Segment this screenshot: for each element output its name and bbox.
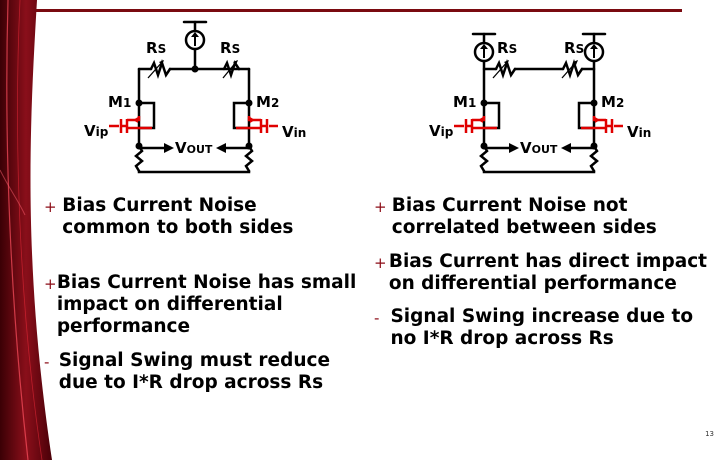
label-rs-right: RS: [564, 39, 584, 57]
bullet-plus-icon: +: [374, 254, 387, 272]
slide-number: 13: [705, 430, 714, 438]
label-vip: Vip: [429, 122, 454, 140]
circuit-shared-bias: RS RS M1 M2 Vip Vin VOUT: [80, 18, 310, 183]
bullet-right-1: + Bias Current Noise not correlated betw…: [374, 195, 714, 239]
bullet-text: Bias Current Noise not correlated betwee…: [391, 195, 657, 238]
label-rs-left: RS: [497, 39, 517, 57]
bullet-left-3: - Signal Swing must reduce due to I*R dr…: [44, 350, 344, 394]
label-m1: M1: [453, 93, 476, 111]
bullet-right-2: + Bias Current has direct impact on diff…: [374, 251, 714, 295]
bullet-text: Bias Current Noise has small impact on d…: [56, 272, 357, 337]
bullet-text: Signal Swing must reduce due to I*R drop…: [58, 350, 331, 393]
transistor-m1-icon: [454, 116, 497, 133]
label-rs-left: RS: [146, 39, 166, 57]
bullet-right-3: - Signal Swing increase due to no I*R dr…: [374, 306, 704, 350]
label-m2: M2: [601, 93, 624, 111]
label-m1: M1: [108, 93, 131, 111]
circuit-schematic: RS RS M1 M2 Vip Vin VOUT: [429, 32, 651, 174]
label-vip: Vip: [84, 122, 109, 140]
bullet-text: Bias Current has direct impact on differ…: [388, 251, 707, 294]
label-vout: VOUT: [520, 139, 558, 157]
label-m2: M2: [256, 93, 279, 111]
transistor-m2-icon: [581, 116, 623, 133]
bullet-plus-icon: +: [44, 198, 57, 216]
transistor-m1-icon: [109, 116, 152, 133]
label-vout: VOUT: [175, 139, 213, 157]
label-rs-right: RS: [220, 39, 240, 57]
bullet-plus-icon: +: [374, 198, 387, 216]
label-vin: Vin: [282, 123, 306, 141]
bullet-minus-icon: -: [374, 309, 380, 327]
bullet-left-1: + Bias Current Noise common to both side…: [44, 195, 344, 239]
title-rule: [36, 9, 682, 12]
circuit-separate-bias: RS RS M1 M2 Vip Vin VOUT: [425, 18, 655, 183]
bullet-left-2: + Bias Current Noise has small impact on…: [44, 272, 364, 338]
label-vin: Vin: [627, 123, 651, 141]
transistor-m2-icon: [236, 116, 278, 133]
bullet-plus-icon: +: [44, 275, 57, 293]
bullet-text: Signal Swing increase due to no I*R drop…: [390, 306, 694, 349]
circuit-schematic: RS RS M1 M2 Vip Vin VOUT: [84, 20, 306, 174]
bullet-minus-icon: -: [44, 353, 50, 371]
decorative-red-band: [0, 0, 52, 460]
bullet-text: Bias Current Noise common to both sides: [62, 195, 294, 238]
